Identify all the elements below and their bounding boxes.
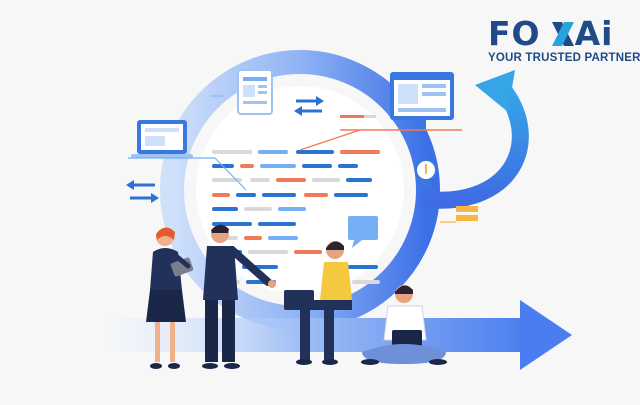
note-bars-icon [440, 206, 478, 223]
brand-wordmark: FO Ai [488, 14, 613, 54]
man-with-laptop-figure [284, 241, 352, 365]
document-card-icon [210, 69, 273, 115]
man-cross-legged-figure [361, 285, 447, 365]
exchange-arrows-icon [294, 96, 324, 116]
chat-bubble-icon [348, 216, 378, 248]
brand-name-right: Ai [574, 14, 614, 53]
foxai-logo: FO Ai YOUR TRUSTED PARTNER [476, 14, 640, 70]
woman-with-tablet-figure [146, 227, 194, 369]
browser-window-icon [299, 72, 462, 151]
man-pointing-figure [202, 224, 276, 369]
lightbulb-icon [415, 159, 437, 188]
logo-x-mark-icon [552, 22, 574, 46]
return-arrow [421, 70, 529, 209]
laptop-screen-icon [128, 120, 247, 191]
progress-arrow [110, 300, 572, 370]
brand-name-left: FO [488, 14, 541, 53]
sync-arrows-icon [126, 180, 159, 203]
brand-tagline: YOUR TRUSTED PARTNER [488, 52, 640, 64]
